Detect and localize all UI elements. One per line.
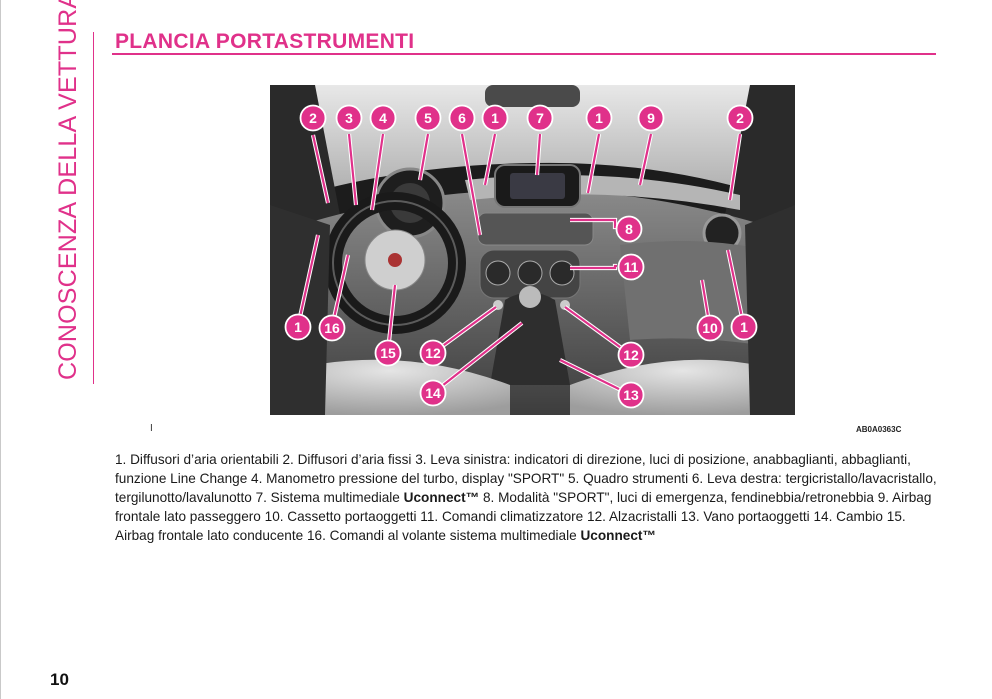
right-door: [745, 205, 795, 415]
svg-text:14: 14: [425, 385, 441, 401]
callout-9: 9: [639, 106, 664, 131]
callout-2: 2: [301, 106, 326, 131]
svg-text:13: 13: [623, 387, 639, 403]
page-title: PLANCIA PORTASTRUMENTI: [115, 30, 414, 54]
caption-bold-2: Uconnect™: [580, 528, 656, 543]
svg-text:1: 1: [740, 319, 748, 335]
callout-1: 1: [483, 106, 508, 131]
callout-1: 1: [732, 315, 757, 340]
center-switch-panel: [478, 213, 593, 245]
callout-6: 6: [450, 106, 475, 131]
svg-text:15: 15: [380, 345, 396, 361]
svg-text:1: 1: [595, 110, 603, 126]
climate-knob-center: [518, 261, 542, 285]
callout-12: 12: [421, 341, 446, 366]
svg-text:12: 12: [425, 345, 441, 361]
multimedia-screen: [510, 173, 565, 199]
figure-caption: 1. Diffusori d’aria orientabili 2. Diffu…: [115, 450, 945, 545]
svg-text:11: 11: [624, 259, 639, 275]
page-number: 10: [50, 670, 69, 690]
svg-text:2: 2: [736, 110, 744, 126]
page-edge-line: [0, 0, 1, 699]
climate-knob-right: [550, 261, 574, 285]
title-underline: [112, 53, 936, 55]
svg-text:9: 9: [647, 110, 655, 126]
svg-text:16: 16: [324, 320, 340, 336]
svg-text:1: 1: [491, 110, 499, 126]
gear-knob: [519, 286, 541, 308]
svg-text:8: 8: [625, 221, 633, 237]
callout-11: 11: [619, 255, 644, 280]
callout-15: 15: [376, 341, 401, 366]
callout-7: 7: [528, 106, 553, 131]
caption-bold-1: Uconnect™: [404, 490, 480, 505]
callout-4: 4: [371, 106, 396, 131]
callout-8: 8: [617, 217, 642, 242]
callout-14: 14: [421, 381, 446, 406]
figure-code: AB0A0363C: [856, 425, 901, 434]
figure-left-mark: I: [150, 423, 153, 434]
callout-16: 16: [320, 316, 345, 341]
callout-5: 5: [416, 106, 441, 131]
callout-10: 10: [698, 316, 723, 341]
rearview-mirror: [485, 85, 580, 107]
svg-text:10: 10: [702, 320, 718, 336]
svg-text:7: 7: [536, 110, 544, 126]
svg-text:1: 1: [294, 319, 302, 335]
svg-text:6: 6: [458, 110, 466, 126]
svg-text:3: 3: [345, 110, 353, 126]
steering-logo: [388, 253, 402, 267]
callout-13: 13: [619, 383, 644, 408]
callout-1: 1: [286, 315, 311, 340]
section-divider-vertical: [93, 32, 94, 384]
svg-text:12: 12: [623, 347, 639, 363]
svg-text:4: 4: [379, 110, 387, 126]
svg-text:2: 2: [309, 110, 317, 126]
svg-text:5: 5: [424, 110, 432, 126]
callout-2: 2: [728, 106, 753, 131]
callout-12: 12: [619, 343, 644, 368]
section-title-vertical: CONOSCENZA DELLA VETTURA: [48, 30, 88, 380]
callout-3: 3: [337, 106, 362, 131]
callout-1: 1: [587, 106, 612, 131]
climate-knob-left: [486, 261, 510, 285]
